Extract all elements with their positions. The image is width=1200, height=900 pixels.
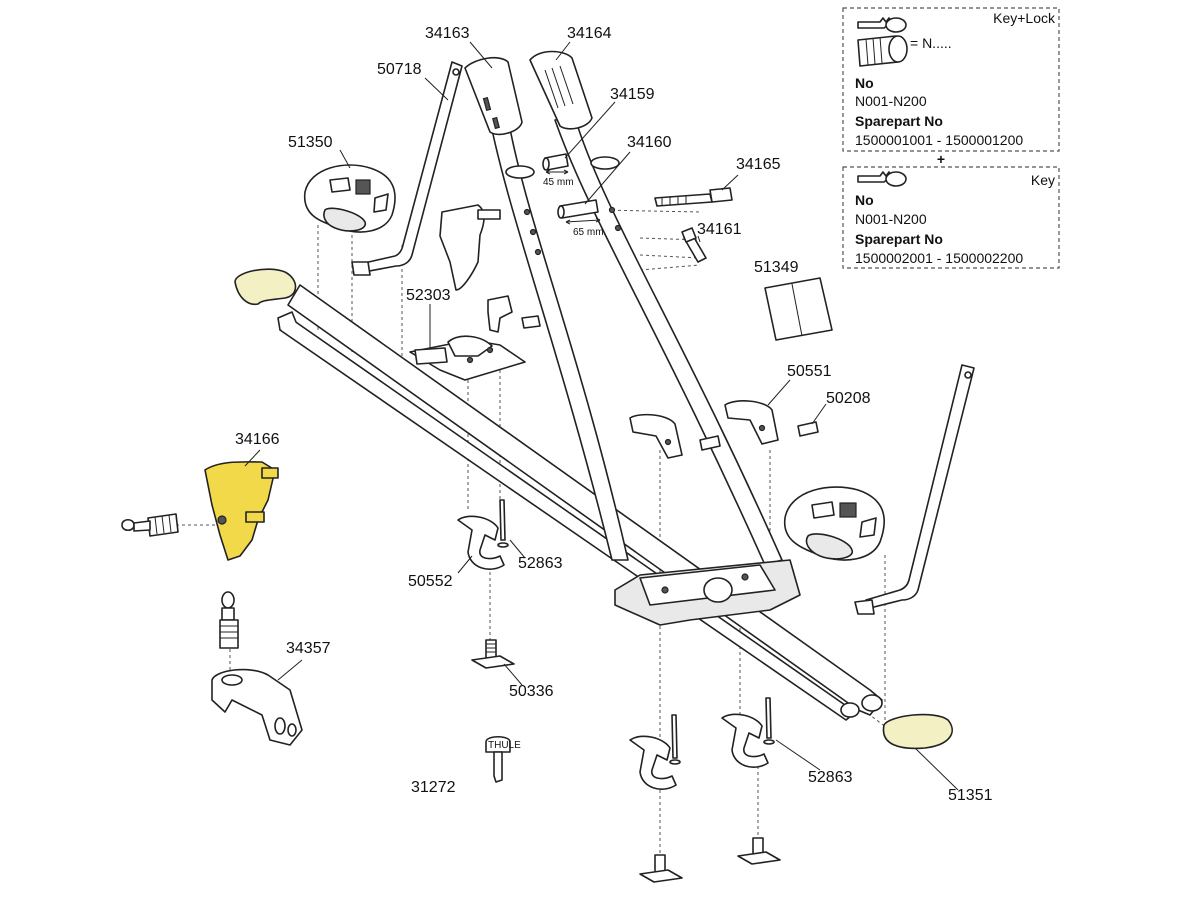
label-34165: 34165 bbox=[736, 156, 781, 173]
key-brand-text: THULE bbox=[488, 740, 521, 751]
key-lock-eq: = N..... bbox=[910, 35, 952, 51]
part-labels: 34163 34164 50718 34159 51350 34160 3416… bbox=[235, 25, 993, 804]
key-box-title: Key bbox=[1031, 172, 1055, 188]
key-no-label: No bbox=[855, 192, 874, 208]
label-34357: 34357 bbox=[286, 640, 331, 657]
label-34166: 34166 bbox=[235, 431, 280, 448]
key-spare-value: 1500002001 - 1500002200 bbox=[855, 250, 1023, 266]
part-50552-clamp bbox=[457, 515, 505, 570]
tbolt-lower-2 bbox=[737, 837, 781, 865]
label-50208: 50208 bbox=[826, 390, 871, 407]
label-50718: 50718 bbox=[377, 61, 422, 78]
lock-cylinder-vertical bbox=[219, 591, 239, 649]
part-51349-sticker bbox=[764, 277, 833, 341]
label-51351: 51351 bbox=[948, 787, 993, 804]
part-51350-wheel-holder bbox=[304, 164, 396, 233]
clamp-part bbox=[439, 204, 501, 291]
part-50551-clamp bbox=[629, 400, 779, 459]
key-lock-no-value: N001-N200 bbox=[855, 93, 927, 109]
label-34160: 34160 bbox=[627, 134, 672, 151]
label-34163: 34163 bbox=[425, 25, 470, 42]
label-34161: 34161 bbox=[697, 221, 742, 238]
lock-cylinder-icon bbox=[857, 35, 908, 67]
bolt-lower-2 bbox=[763, 697, 775, 745]
key-no-value: N001-N200 bbox=[855, 211, 927, 227]
end-cap-51351 bbox=[882, 713, 953, 750]
part-50336-tbolt bbox=[471, 639, 515, 669]
label-34159: 34159 bbox=[610, 86, 655, 103]
wheel-holder-right bbox=[783, 486, 885, 561]
part-31272-key: THULE bbox=[485, 735, 521, 783]
bolt-lower-1 bbox=[669, 714, 681, 765]
part-52863-bolt bbox=[497, 499, 509, 548]
key-lock-spare-value: 1500001001 - 1500001200 bbox=[855, 132, 1023, 148]
label-52863-left: 52863 bbox=[518, 555, 563, 572]
tbolt-lower-1 bbox=[639, 854, 683, 883]
frame-tubes bbox=[277, 284, 883, 721]
part-34159-pin bbox=[542, 153, 569, 171]
clamp-lower-2 bbox=[721, 713, 769, 768]
label-50336: 50336 bbox=[509, 683, 554, 700]
part-34160-pin bbox=[557, 199, 599, 219]
label-34164: 34164 bbox=[567, 25, 612, 42]
strap-right bbox=[854, 364, 975, 615]
clamp-lower-1 bbox=[629, 735, 677, 790]
label-51349: 51349 bbox=[754, 259, 799, 276]
plus-sign: + bbox=[937, 151, 945, 167]
key-icon bbox=[857, 171, 907, 187]
part-50718-strap bbox=[351, 61, 463, 276]
key-lock-spare-label: Sparepart No bbox=[855, 113, 943, 129]
part-50208-bushing bbox=[699, 421, 819, 451]
dimension-45mm: 45 mm bbox=[543, 177, 574, 188]
part-34161-bolt bbox=[681, 227, 707, 263]
end-cap-left bbox=[234, 268, 297, 306]
dimension-65mm: 65 mm bbox=[573, 227, 604, 238]
label-52863-right: 52863 bbox=[808, 769, 853, 786]
label-52303: 52303 bbox=[406, 287, 451, 304]
part-52303-bracket bbox=[409, 335, 526, 381]
label-50552: 50552 bbox=[408, 573, 453, 590]
label-31272: 31272 bbox=[411, 779, 456, 796]
part-34163-grip bbox=[464, 56, 523, 136]
upright-arms bbox=[489, 117, 783, 566]
key-icon bbox=[857, 17, 907, 33]
leader-lines bbox=[244, 41, 959, 791]
label-50551: 50551 bbox=[787, 363, 832, 380]
part-34166-highlighted bbox=[204, 461, 279, 561]
part-34164-grip bbox=[529, 50, 593, 130]
part-34357-housing bbox=[211, 668, 303, 746]
lock-cylinder bbox=[121, 513, 179, 537]
key-lock-info-box: Key+Lock = N..... No N001-N200 Sparepart… bbox=[842, 7, 1060, 152]
key-info-box: Key No N001-N200 Sparepart No 1500002001… bbox=[842, 166, 1060, 269]
small-clip bbox=[487, 295, 541, 333]
key-spare-label: Sparepart No bbox=[855, 231, 943, 247]
part-34165-bolt bbox=[654, 187, 733, 207]
key-lock-box-title: Key+Lock bbox=[993, 10, 1056, 26]
label-51350: 51350 bbox=[288, 134, 333, 151]
key-lock-no-label: No bbox=[855, 75, 874, 91]
